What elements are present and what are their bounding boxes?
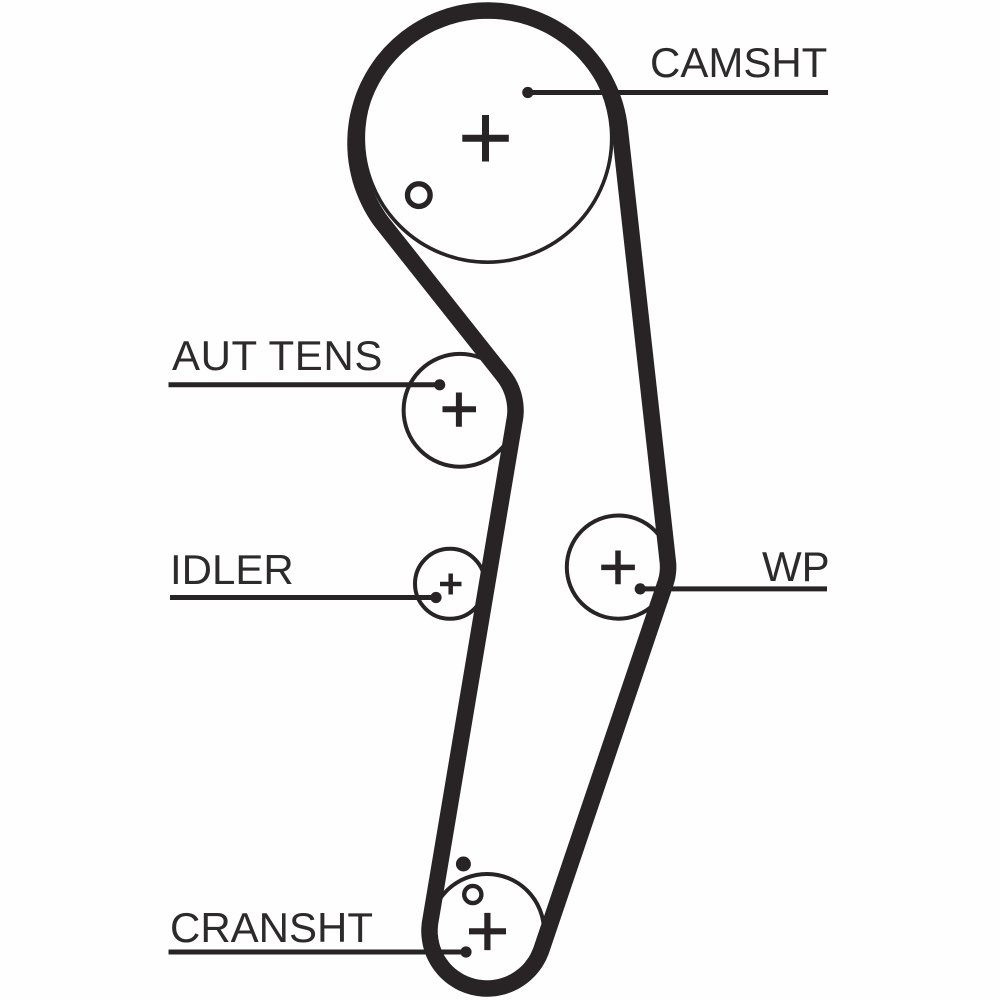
svg-text:CRANSHT: CRANSHT (170, 904, 373, 951)
svg-text:CAMSHT: CAMSHT (650, 39, 827, 86)
svg-text:IDLER: IDLER (170, 546, 294, 593)
svg-text:AUT TENS: AUT TENS (172, 332, 383, 379)
svg-text:WP: WP (762, 543, 830, 590)
